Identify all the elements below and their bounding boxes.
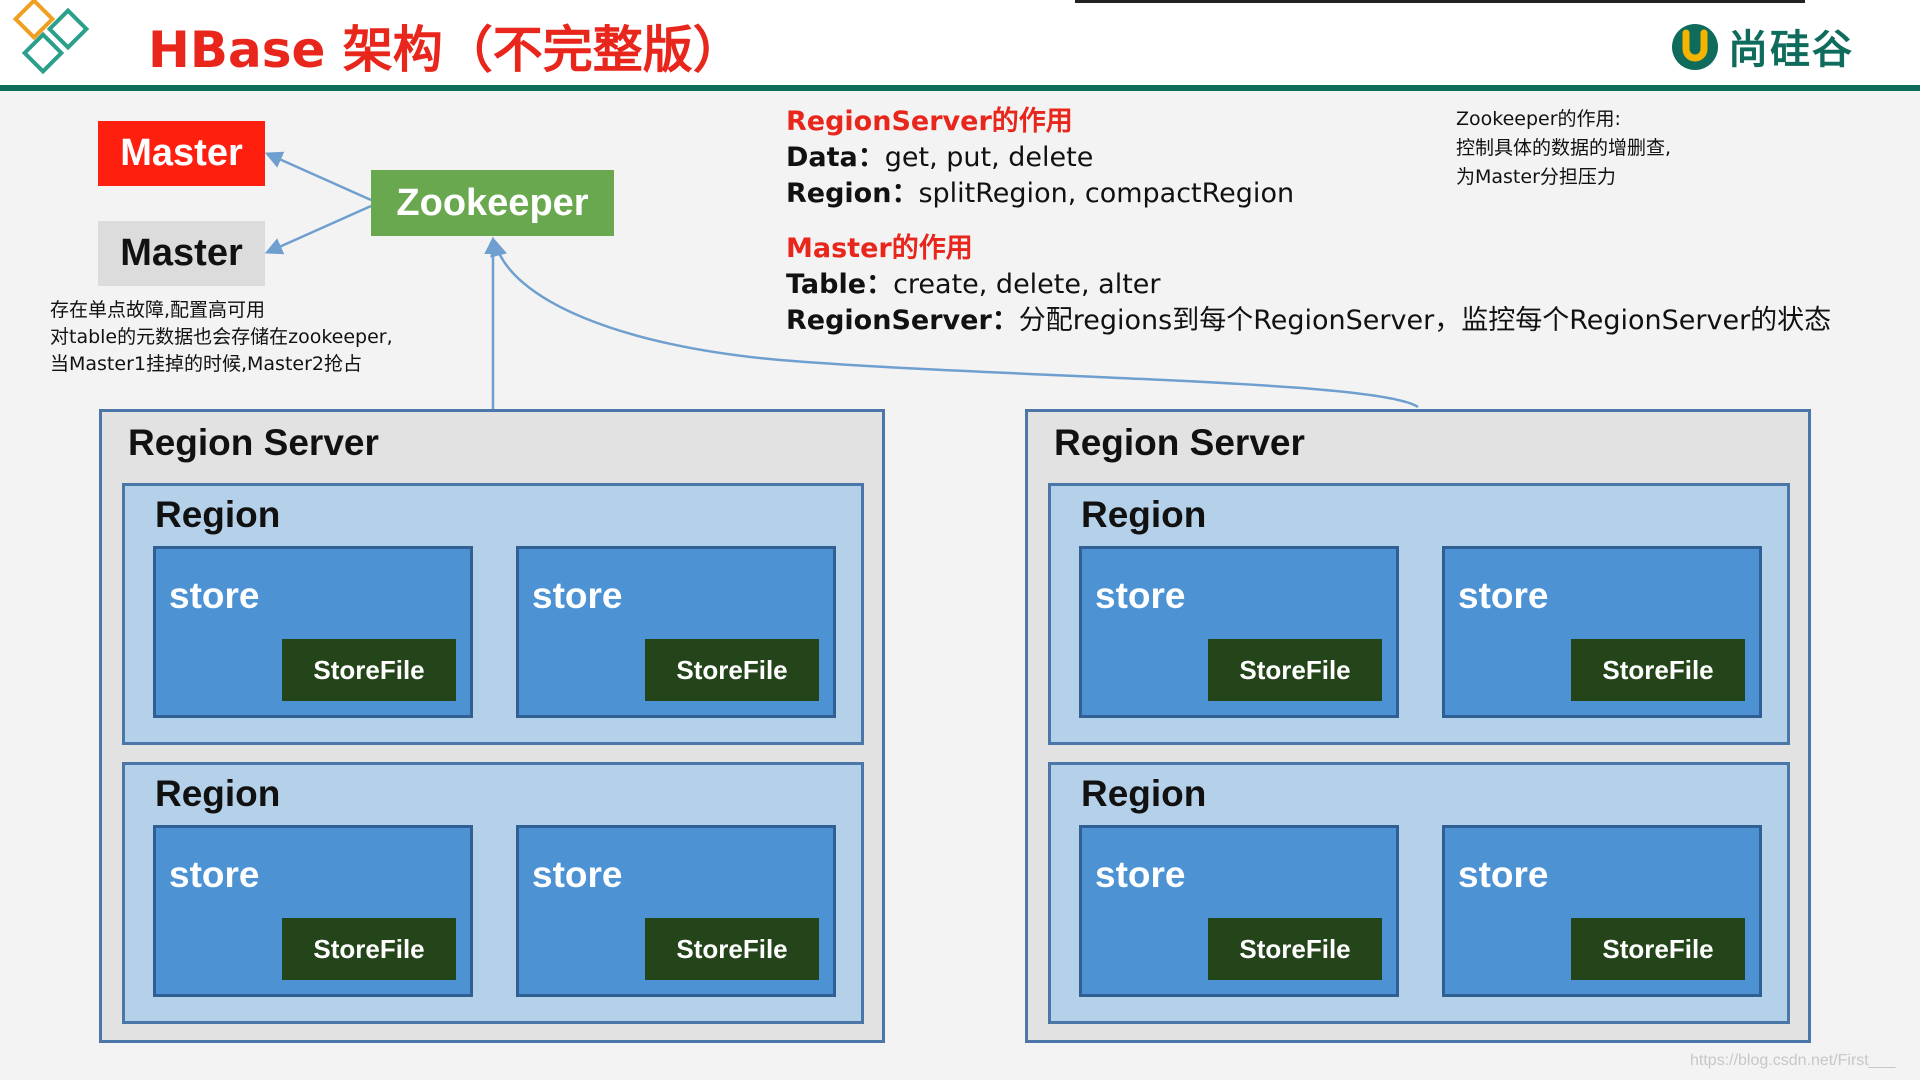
- zookeeper-note-line: 为Master分担压力: [1456, 166, 1616, 188]
- store: store StoreFile: [516, 825, 836, 997]
- master-role-line: RegionServer：分配regions到每个RegionServer，监控…: [786, 303, 1831, 339]
- storefile: StoreFile: [645, 639, 819, 701]
- u-logo-icon: [1672, 24, 1718, 70]
- storefile: StoreFile: [1208, 918, 1382, 980]
- storefile: StoreFile: [1208, 639, 1382, 701]
- region: Region store StoreFile store StoreFile: [1048, 483, 1790, 745]
- store: store StoreFile: [1442, 546, 1762, 718]
- master-note: 存在单点故障,配置高可用 对table的元数据也会存储在zookeeper, 当…: [50, 297, 393, 378]
- store-label: store: [169, 854, 260, 895]
- region: Region store StoreFile store StoreFile: [1048, 762, 1790, 1024]
- store: store StoreFile: [516, 546, 836, 718]
- regionserver-role-block: RegionServer的作用 Data：get, put, delete Re…: [786, 104, 1294, 212]
- storefile: StoreFile: [282, 639, 456, 701]
- brand-name: 尚硅谷: [1728, 27, 1854, 73]
- master-note-line: 当Master1挂掉的时候,Master2抢占: [50, 353, 362, 375]
- regionserver-role-heading: RegionServer的作用: [786, 106, 1073, 137]
- store-label: store: [1095, 575, 1186, 616]
- store-label: store: [1458, 854, 1549, 895]
- zookeeper-node: Zookeeper: [371, 170, 614, 236]
- slide-title: HBase 架构（不完整版）: [148, 21, 743, 79]
- master-standby-node: Master: [98, 221, 265, 286]
- region-server: Region Server Region store StoreFile sto…: [1025, 409, 1811, 1043]
- master-role-line: Table：create, delete, alter: [786, 267, 1831, 303]
- storefile: StoreFile: [1571, 639, 1745, 701]
- zookeeper-note-line: Zookeeper的作用:: [1456, 108, 1621, 130]
- zk-to-master-standby-arrow: [264, 204, 372, 255]
- zk-to-master-active-arrow: [264, 151, 372, 202]
- slide-header: [0, 0, 1920, 88]
- region-server-title: Region Server: [1054, 422, 1305, 463]
- master-role-block: Master的作用 Table：create, delete, alter Re…: [786, 231, 1831, 339]
- master-note-line: 存在单点故障,配置高可用: [50, 299, 266, 321]
- master-active-node: Master: [98, 121, 265, 186]
- store: store StoreFile: [1079, 825, 1399, 997]
- region: Region store StoreFile store StoreFile: [122, 762, 864, 1024]
- region: Region store StoreFile store StoreFile: [122, 483, 864, 745]
- watermark: https://blog.csdn.net/First___: [1690, 1052, 1896, 1069]
- store: store StoreFile: [153, 546, 473, 718]
- role-line-value: get, put, delete: [884, 142, 1094, 173]
- role-line-value: splitRegion, compactRegion: [918, 178, 1295, 209]
- store-label: store: [1458, 575, 1549, 616]
- region-title: Region: [1081, 773, 1207, 814]
- storefile: StoreFile: [645, 918, 819, 980]
- store: store StoreFile: [1442, 825, 1762, 997]
- region-title: Region: [155, 494, 281, 535]
- storefile: StoreFile: [282, 918, 456, 980]
- region-server: Region Server Region store StoreFile sto…: [99, 409, 885, 1043]
- regionserver-role-line: Region：splitRegion, compactRegion: [786, 176, 1294, 212]
- brand-logo: 尚硅谷: [1668, 18, 1854, 74]
- store: store StoreFile: [1079, 546, 1399, 718]
- zookeeper-note: Zookeeper的作用: 控制具体的数据的增删查, 为Master分担压力: [1456, 105, 1671, 192]
- store: store StoreFile: [153, 825, 473, 997]
- storefile: StoreFile: [1571, 918, 1745, 980]
- role-line-value: 分配regions到每个RegionServer，监控每个RegionServe…: [1018, 305, 1832, 336]
- diamond-logo-icon: [12, 0, 90, 75]
- regionserver-role-line: Data：get, put, delete: [786, 140, 1294, 176]
- role-line-value: create, delete, alter: [893, 269, 1161, 300]
- zookeeper-note-line: 控制具体的数据的增删查,: [1456, 137, 1672, 159]
- store-label: store: [532, 854, 623, 895]
- header-rule: [0, 85, 1920, 91]
- role-line-label: Region：: [786, 178, 919, 209]
- master-note-line: 对table的元数据也会存储在zookeeper,: [50, 326, 393, 348]
- store-label: store: [169, 575, 260, 616]
- store-label: store: [532, 575, 623, 616]
- role-line-label: Table：: [786, 269, 894, 300]
- region-title: Region: [155, 773, 281, 814]
- master-role-heading: Master的作用: [786, 233, 973, 264]
- role-line-label: RegionServer：: [786, 305, 1019, 336]
- region-server-title: Region Server: [128, 422, 379, 463]
- top-divider: [1075, 0, 1805, 3]
- store-label: store: [1095, 854, 1186, 895]
- region-title: Region: [1081, 494, 1207, 535]
- role-line-label: Data：: [786, 142, 885, 173]
